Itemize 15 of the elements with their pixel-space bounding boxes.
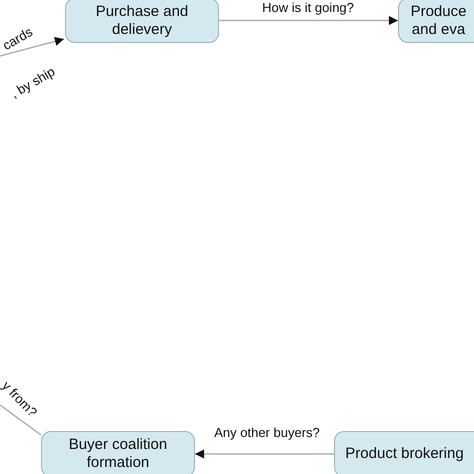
process-box [41,431,195,474]
node-label: Buyer coalition formation [68,436,168,472]
edge-label: How is it going? [260,0,356,15]
node-label: Product brokering [345,445,464,463]
node-label: Produce and eva [410,2,468,38]
edge-label: Any other buyers? [212,425,322,440]
arrow [0,36,64,57]
process-box [398,0,474,43]
process-box [334,431,474,474]
arrow [195,449,334,459]
edge-label: cards [0,24,36,53]
process-box [65,0,219,43]
node-label: Purchase and delievery [94,2,190,38]
arrow [219,16,398,26]
annotation-text: , by ship [8,64,58,101]
